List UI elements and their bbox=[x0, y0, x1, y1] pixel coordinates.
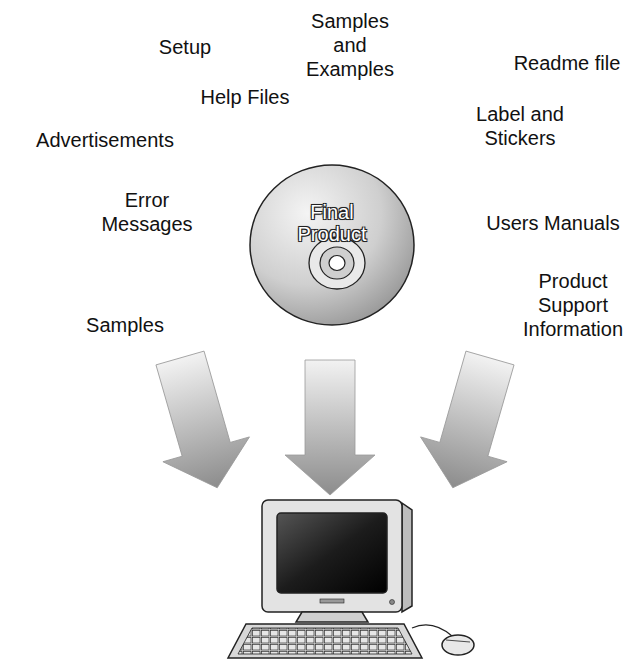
flow-arrow bbox=[285, 360, 375, 495]
computer bbox=[228, 500, 474, 658]
keyboard-keys bbox=[238, 628, 412, 654]
disc-ring bbox=[320, 247, 354, 279]
item-label: Product Support Information bbox=[516, 269, 631, 341]
power-button bbox=[390, 600, 395, 605]
item-label: Samples bbox=[86, 313, 164, 337]
disc-shape bbox=[248, 163, 416, 327]
item-label: Help Files bbox=[201, 85, 290, 109]
mouse-cord bbox=[412, 625, 452, 636]
item-label: Readme file bbox=[514, 51, 621, 75]
item-label: Label and Stickers bbox=[470, 102, 570, 150]
item-label: Samples and Examples bbox=[303, 9, 398, 81]
monitor-body bbox=[262, 500, 402, 612]
item-label: Users Manuals bbox=[486, 211, 619, 235]
flow-arrow bbox=[137, 346, 261, 501]
disc-title: Final Product bbox=[287, 201, 377, 245]
disc-hole bbox=[329, 256, 345, 271]
monitor-screen bbox=[277, 513, 387, 593]
mouse-button-line bbox=[446, 640, 470, 642]
item-label: Advertisements bbox=[36, 128, 174, 152]
flow-arrows bbox=[137, 346, 534, 501]
item-label: Error Messages bbox=[97, 188, 197, 236]
flow-arrow bbox=[410, 346, 534, 501]
disc-outline bbox=[250, 165, 414, 325]
mouse bbox=[442, 635, 474, 655]
monitor-stand bbox=[296, 612, 368, 622]
cd-disc: Final Product bbox=[248, 163, 416, 327]
monitor-badge bbox=[320, 599, 344, 603]
item-label: Setup bbox=[159, 35, 211, 59]
keyboard bbox=[228, 624, 422, 658]
monitor-side bbox=[402, 503, 412, 612]
